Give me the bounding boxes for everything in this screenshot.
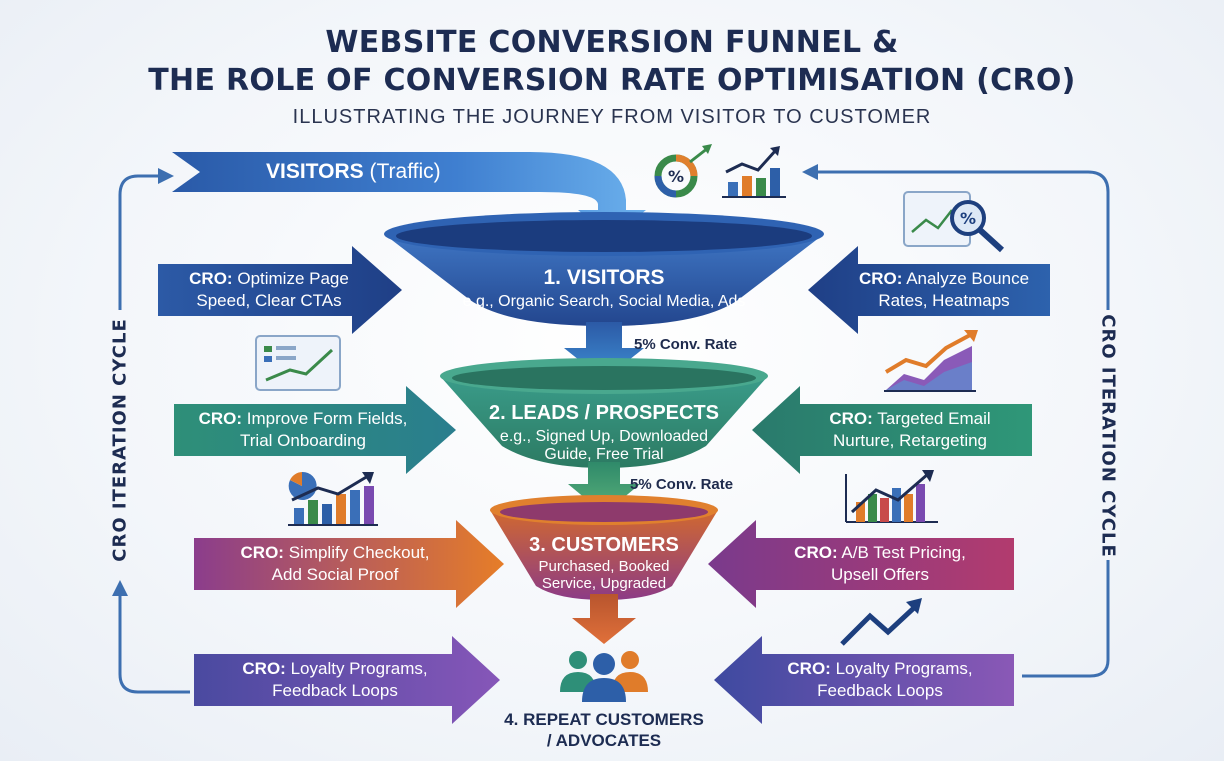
left-cro-label-4: CRO: Loyalty Programs, Feedback Loops <box>206 658 464 702</box>
bar-chart-up-icon <box>722 146 786 198</box>
cro-prefix: CRO: <box>189 269 233 288</box>
funnel-stage-2 <box>440 358 768 468</box>
right-cro-2-line-2: Nurture, Retargeting <box>832 431 988 450</box>
stage-2-desc-line-1: e.g., Signed Up, Downloaded <box>499 428 709 445</box>
cro-prefix: CRO: <box>198 409 243 428</box>
cycle-arrowhead-right-top <box>802 164 818 180</box>
stage-2-desc-line-2: Guide, Free Trial <box>544 446 664 463</box>
left-cro-2-line-1: Improve Form Fields, <box>246 409 408 428</box>
cycle-loop-left <box>118 174 190 694</box>
stage-3-title: 3. CUSTOMERS <box>529 534 679 556</box>
down-arrow-2 <box>568 462 640 514</box>
left-cro-1-line-1: Optimize Page <box>237 269 349 288</box>
funnel-stage-3 <box>490 495 718 600</box>
stage-3-desc-line-2: Service, Upgraded <box>541 575 667 592</box>
cro-prefix: CRO: <box>794 543 838 562</box>
svg-text:%: % <box>668 167 684 186</box>
cro-prefix: CRO: <box>858 269 903 288</box>
title-line-2: THE ROLE OF CONVERSION RATE OPTIMISATION… <box>148 63 1076 98</box>
left-cro-2-line-2: Trial Onboarding <box>240 431 366 450</box>
cycle-loop-right <box>815 170 1110 678</box>
subtitle: ILLUSTRATING THE JOURNEY FROM VISITOR TO… <box>292 106 932 128</box>
right-cro-label-4: CRO: Loyalty Programs, Feedback Loops <box>752 658 1008 702</box>
cycle-label-left: CRO ITERATION CYCLE <box>109 318 131 562</box>
right-cro-label-2: CRO: Targeted Email Nurture, Retargeting <box>790 408 1030 452</box>
right-arrow-shape-1 <box>808 246 1050 334</box>
right-cro-1-line-1: Analyze Bounce <box>906 269 1030 288</box>
trend-arrow-icon <box>840 598 922 646</box>
traffic-arrow <box>172 152 646 238</box>
stage-4-title-line-2: / ADVOCATES <box>546 731 662 750</box>
right-cro-3-line-1: A/B Test Pricing, <box>841 543 966 562</box>
svg-text:%: % <box>960 209 976 228</box>
line-chart-icon <box>255 335 341 391</box>
cro-prefix: CRO: <box>240 543 284 562</box>
stage-4-title-line-1: 4. REPEAT CUSTOMERS <box>504 710 704 729</box>
title-line-1: WEBSITE CONVERSION FUNNEL & <box>325 25 899 60</box>
traffic-label-bold: VISITORS <box>266 160 364 183</box>
traffic-label: VISITORS (Traffic) <box>266 160 441 184</box>
area-chart-icon <box>884 330 978 392</box>
stage-1-title: 1. VISITORS <box>543 266 665 289</box>
stage-3-desc-line-1: Purchased, Booked <box>538 558 670 575</box>
cycle-label-right: CRO ITERATION CYCLE <box>1097 314 1119 558</box>
conv-rate-2: 5% Conv. Rate <box>630 476 734 493</box>
traffic-label-rest: (Traffic) <box>369 160 441 183</box>
left-arrow-shape-3 <box>194 520 504 608</box>
conv-rate-1: 5% Conv. Rate <box>634 336 738 353</box>
down-arrow-1 <box>564 322 644 380</box>
cro-prefix: CRO: <box>242 659 286 678</box>
left-cro-label-2: CRO: Improve Form Fields, Trial Onboardi… <box>174 408 432 452</box>
stage-2-title: 2. LEADS / PROSPECTS <box>488 402 720 424</box>
cycle-arrowhead-left-bottom <box>112 580 128 596</box>
right-cro-label-1: CRO: Analyze Bounce Rates, Heatmaps <box>842 268 1046 312</box>
right-cro-1-line-2: Rates, Heatmaps <box>878 291 1010 310</box>
left-cro-1-line-2: Speed, Clear CTAs <box>196 291 342 310</box>
left-cro-3-line-2: Add Social Proof <box>271 565 399 584</box>
pie-bar-chart-icon <box>288 471 378 526</box>
left-cro-4-line-1: Loyalty Programs, <box>290 659 428 678</box>
left-cro-label-3: CRO: Simplify Checkout, Add Social Proof <box>206 542 464 586</box>
stage-1-desc: e.g., Organic Search, Social Media, Ads <box>462 293 746 310</box>
left-cro-3-line-1: Simplify Checkout, <box>288 543 430 562</box>
left-arrow-shape-2 <box>174 386 456 474</box>
funnel-stage-1 <box>384 212 824 326</box>
right-arrow-shape-2 <box>752 386 1032 474</box>
people-group-icon <box>560 651 648 702</box>
left-arrow-shape-1 <box>158 246 402 334</box>
right-cro-4-line-2: Feedback Loops <box>817 681 943 700</box>
magnifier-percent-icon: % <box>903 191 1005 253</box>
left-cro-label-1: CRO: Optimize Page Speed, Clear CTAs <box>164 268 374 312</box>
left-cro-4-line-2: Feedback Loops <box>272 681 398 700</box>
right-cro-3-line-2: Upsell Offers <box>831 565 929 584</box>
right-arrow-shape-3 <box>708 520 1014 608</box>
cro-prefix: CRO: <box>787 659 831 678</box>
down-arrow-3 <box>572 594 636 644</box>
left-arrow-shape-4 <box>194 636 500 724</box>
right-cro-label-3: CRO: A/B Test Pricing, Upsell Offers <box>752 542 1008 586</box>
right-arrow-shape-4 <box>714 636 1014 724</box>
cro-prefix: CRO: <box>829 409 873 428</box>
bar-chart-icon <box>845 470 938 523</box>
percent-donut-icon: % <box>654 144 712 198</box>
cycle-arrowhead-left-top <box>158 168 174 184</box>
right-cro-2-line-1: Targeted Email <box>877 409 991 428</box>
right-cro-4-line-1: Loyalty Programs, <box>835 659 973 678</box>
